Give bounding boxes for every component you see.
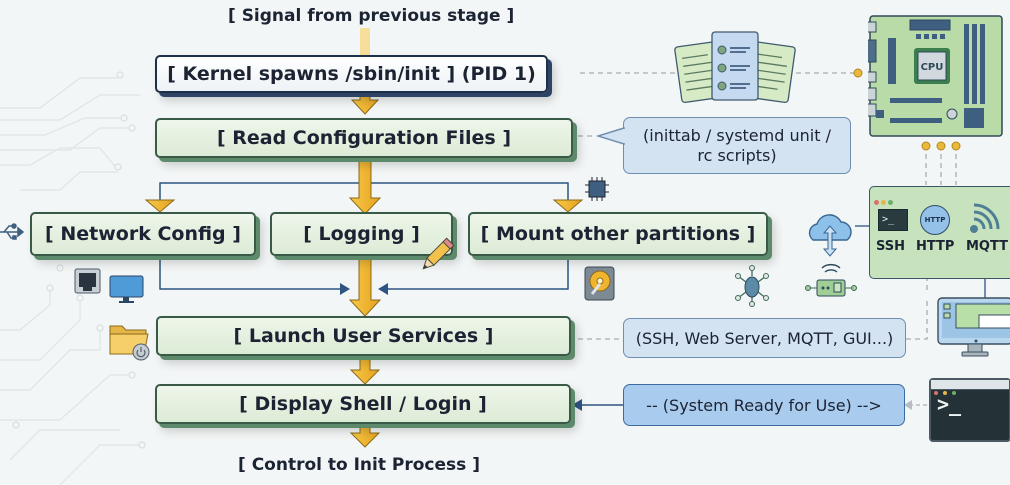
motherboard-icon: CPU	[868, 15, 1003, 137]
services-panel: >_ HTTP SSH HTTP MQTT	[869, 186, 1010, 279]
step-logging: [ Logging ]	[270, 212, 453, 256]
control-to-init-process: [ Control to Init Process ]	[238, 455, 480, 475]
callout-pointer	[596, 126, 626, 146]
network-node-icon	[735, 265, 769, 307]
mqtt-signal-icon	[970, 203, 1000, 233]
board-port-dot	[853, 68, 863, 78]
arrow-into-network	[144, 199, 176, 213]
callout-config-sources-text: (inittab / systemd unit / rc scripts)	[643, 126, 831, 165]
arrow-shell-to-control	[349, 422, 381, 448]
signal-from-previous-stage: [ Signal from previous stage ]	[228, 6, 515, 26]
merge-line-right	[388, 258, 569, 290]
merge-arrowhead-right	[378, 283, 388, 295]
ssh-terminal-icon: >_	[878, 209, 908, 231]
step-network-config: [ Network Config ]	[30, 212, 256, 256]
callout-config-sources: (inittab / systemd unit / rc scripts)	[623, 117, 851, 174]
step-kernel-spawns-init: [ Kernel spawns /sbin/init ] (PID 1)	[155, 55, 548, 93]
step-mount-other-partitions: [ Mount other partitions ]	[468, 212, 768, 256]
terminal-prompt: >_	[937, 392, 962, 416]
arrow-kernel-to-config	[350, 91, 380, 115]
window-dots	[874, 190, 893, 209]
folder-power-icon	[109, 325, 150, 361]
ready-arrowhead	[572, 399, 582, 411]
arrow-config-to-logging	[348, 157, 382, 215]
merge-line-left	[159, 258, 340, 290]
callout-system-ready: -- (System Ready for Use) -->	[623, 384, 905, 426]
http-globe-icon: HTTP	[920, 205, 950, 235]
service-label-mqtt: MQTT	[966, 239, 1009, 254]
dash-callout-to-monitor	[906, 300, 928, 340]
config-documents-icon	[674, 31, 796, 104]
terminal-titlebar	[931, 380, 1009, 395]
step-read-configuration-files: [ Read Configuration Files ]	[155, 118, 573, 158]
step-display-shell-login: [ Display Shell / Login ]	[155, 384, 571, 424]
branch-line-left	[159, 182, 360, 200]
arrow-into-mount	[552, 199, 584, 213]
hard-drive-icon	[584, 266, 615, 301]
arrow-logging-to-launch	[348, 257, 382, 317]
service-label-ssh: SSH	[876, 239, 906, 254]
step-launch-user-services: [ Launch User Services ]	[156, 316, 571, 356]
cpu-label: CPU	[921, 62, 944, 73]
callout-services-list: (SSH, Web Server, MQTT, GUI...)	[623, 318, 906, 358]
usb-icon	[0, 223, 24, 240]
monitor-small-icon	[109, 275, 144, 303]
router-icon	[805, 263, 857, 297]
merge-arrowhead-left	[340, 283, 350, 295]
cloud-sync-icon	[808, 214, 852, 257]
signal-glow	[360, 28, 370, 56]
chip-icon	[585, 177, 609, 201]
desktop-monitor-icon	[937, 297, 1010, 357]
terminal-window-icon: >_	[929, 378, 1010, 442]
service-label-http: HTTP	[916, 239, 955, 254]
ethernet-port-icon	[74, 268, 101, 294]
arrow-launch-to-shell	[349, 355, 381, 385]
pencil-icon	[422, 237, 455, 270]
branch-line-right	[370, 182, 569, 200]
